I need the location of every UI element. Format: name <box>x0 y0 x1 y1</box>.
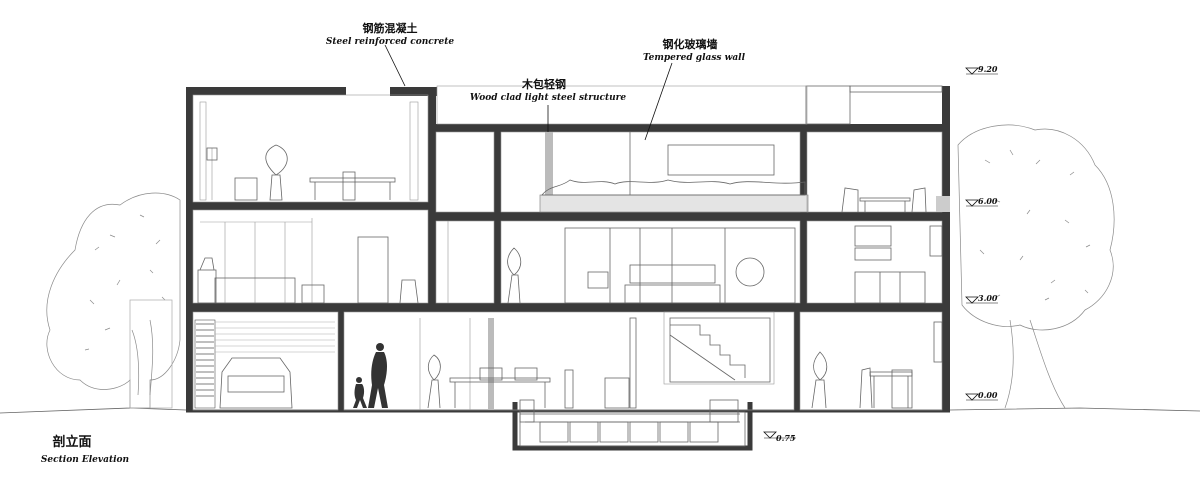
glass-label-en: Tempered glass wall <box>643 53 746 63</box>
level-markers <box>763 67 998 439</box>
entry-people <box>353 343 388 408</box>
ground-dining <box>343 311 795 411</box>
level-9-20: 9.20 <box>978 64 998 74</box>
level-3-00: 3.00 <box>978 293 998 303</box>
mid-left-stair <box>435 220 495 304</box>
wood-label-cn: 木包轻钢 <box>521 77 566 91</box>
left-tree <box>46 192 181 409</box>
mid-left-room <box>192 209 429 304</box>
concrete-label-cn: 钢筋混凝土 <box>363 21 418 35</box>
building-structure <box>186 85 950 451</box>
annotation-leaders <box>384 44 673 141</box>
concrete-label-en: Steel reinforced concrete <box>326 37 454 47</box>
drawing-title-en: Section Elevation <box>41 455 129 465</box>
garage <box>192 311 339 411</box>
upper-left-room <box>192 94 429 203</box>
mid-kitchen <box>806 220 943 304</box>
top-terrace <box>435 131 809 213</box>
wood-label-en: Wood clad light steel structure <box>470 93 627 103</box>
level-0-00: 0.00 <box>978 390 998 400</box>
drawing-title-cn: 剖立面 <box>52 434 91 450</box>
basement <box>519 399 746 447</box>
glass-label-cn: 钢化玻璃墙 <box>663 37 718 51</box>
ground-right-room <box>799 311 943 411</box>
level-minus-0-75: 0.75 <box>776 433 796 443</box>
stair-void <box>663 311 775 385</box>
top-right-room <box>806 131 950 213</box>
right-tree <box>957 124 1115 409</box>
level-6-00: 6.00 <box>978 196 998 206</box>
mid-center-room <box>500 220 801 304</box>
